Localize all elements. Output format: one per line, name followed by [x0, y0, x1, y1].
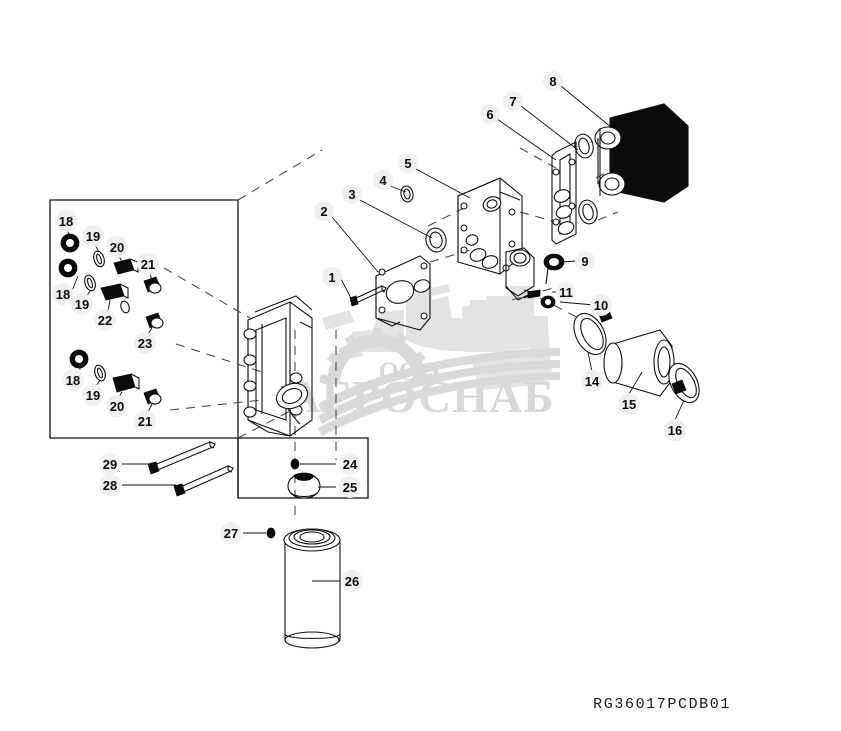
- callout-6: 6: [480, 104, 500, 124]
- callout-18-b: 18: [52, 283, 74, 305]
- part-o-rings: [574, 133, 598, 225]
- callout-3: 3: [342, 184, 362, 204]
- callout-18-c: 18: [62, 369, 84, 391]
- callout-19-a: 19: [82, 225, 104, 247]
- callout-label: 6: [486, 107, 493, 122]
- inset-detail-parts: [58, 233, 164, 405]
- callout-label: 21: [141, 257, 155, 272]
- part-ball-small-27: [266, 527, 276, 539]
- callout-label: 27: [224, 526, 238, 541]
- callout-label: 14: [585, 374, 600, 389]
- callout-20-a: 20: [106, 236, 128, 258]
- callout-label: 3: [348, 187, 355, 202]
- callout-1: 1: [322, 267, 342, 287]
- callout-label: 20: [110, 399, 124, 414]
- part-cover-orings: [400, 185, 447, 253]
- callout-label: 10: [594, 298, 608, 313]
- callout-label: 15: [622, 397, 636, 412]
- callout-21-b: 21: [134, 410, 156, 432]
- part-cooler-housing: [457, 177, 535, 301]
- callout-group: 1 2 3 4 5 6 7 8 9 10 11 14 15 16 18 19 2…: [52, 71, 686, 592]
- callout-24: 24: [339, 453, 361, 475]
- part-hose-assembly: [573, 307, 700, 404]
- callout-18-a: 18: [55, 210, 77, 232]
- part-oil-cooler-core: [594, 103, 689, 203]
- part-filter-head-plug: [287, 472, 321, 499]
- callout-7: 7: [503, 91, 523, 111]
- callout-19-b: 19: [71, 293, 93, 315]
- callout-27: 27: [220, 522, 242, 544]
- callout-label: 7: [509, 94, 516, 109]
- callout-15: 15: [618, 393, 640, 415]
- callout-21-a: 21: [137, 253, 159, 275]
- callout-28: 28: [99, 474, 121, 496]
- callout-label: 16: [668, 423, 682, 438]
- callout-label: 22: [98, 313, 112, 328]
- callout-label: 18: [56, 287, 70, 302]
- callout-label: 19: [86, 229, 100, 244]
- callout-11: 11: [556, 282, 576, 302]
- callout-16: 16: [664, 419, 686, 441]
- callout-10: 10: [590, 294, 612, 316]
- callout-label: 9: [581, 254, 588, 269]
- callout-14: 14: [581, 370, 603, 392]
- part-long-cap-screws: [147, 441, 234, 497]
- callout-label: 24: [343, 457, 358, 472]
- callout-label: 20: [110, 240, 124, 255]
- callout-leader-lines: [66, 85, 685, 582]
- callout-label: 21: [138, 414, 152, 429]
- callout-label: 18: [59, 214, 73, 229]
- callout-label: 19: [86, 388, 100, 403]
- detail-inset-box: [49, 199, 239, 439]
- part-plug-washer-pin: [523, 253, 565, 309]
- callout-label: 26: [345, 574, 359, 589]
- callout-label: 23: [138, 336, 152, 351]
- callout-label: 28: [103, 478, 117, 493]
- callout-8: 8: [543, 71, 563, 91]
- watermark-agrosnab: ООО АГРОСНАБ: [287, 284, 560, 436]
- callout-label: 11: [559, 285, 573, 300]
- callout-label: 5: [404, 156, 411, 171]
- part-cap-screw-1: [349, 285, 387, 307]
- callout-label: 29: [103, 457, 117, 472]
- diagram-part-number-caption: RG36017PCDB01: [593, 696, 731, 713]
- callout-label: 18: [66, 373, 80, 388]
- callout-9: 9: [575, 251, 595, 271]
- callout-20-b: 20: [106, 395, 128, 417]
- watermark-main-text: АГРОСНАБ: [287, 371, 554, 422]
- callout-label: 4: [379, 173, 387, 188]
- part-ball-and-plug: [287, 458, 321, 499]
- callout-label: 25: [343, 480, 357, 495]
- callout-26: 26: [341, 570, 363, 592]
- callout-5: 5: [398, 153, 418, 173]
- part-main-housing: [243, 295, 313, 437]
- callout-22: 22: [94, 309, 116, 331]
- part-oil-filter-element: [283, 528, 341, 649]
- watermark-top-text: ООО: [379, 357, 440, 386]
- callout-19-c: 19: [82, 384, 104, 406]
- part-cooler-gasket: [551, 141, 577, 245]
- callout-29: 29: [99, 453, 121, 475]
- callout-4: 4: [373, 170, 393, 190]
- watermark-swoosh: [318, 348, 560, 436]
- callout-23: 23: [134, 332, 156, 354]
- callout-label: 19: [75, 297, 89, 312]
- callout-label: 1: [328, 270, 335, 285]
- callout-label: 8: [549, 74, 556, 89]
- part-housing-cover-plate: [375, 255, 431, 331]
- callout-25: 25: [339, 476, 361, 498]
- callout-label: 2: [320, 204, 327, 219]
- callout-2: 2: [314, 201, 334, 221]
